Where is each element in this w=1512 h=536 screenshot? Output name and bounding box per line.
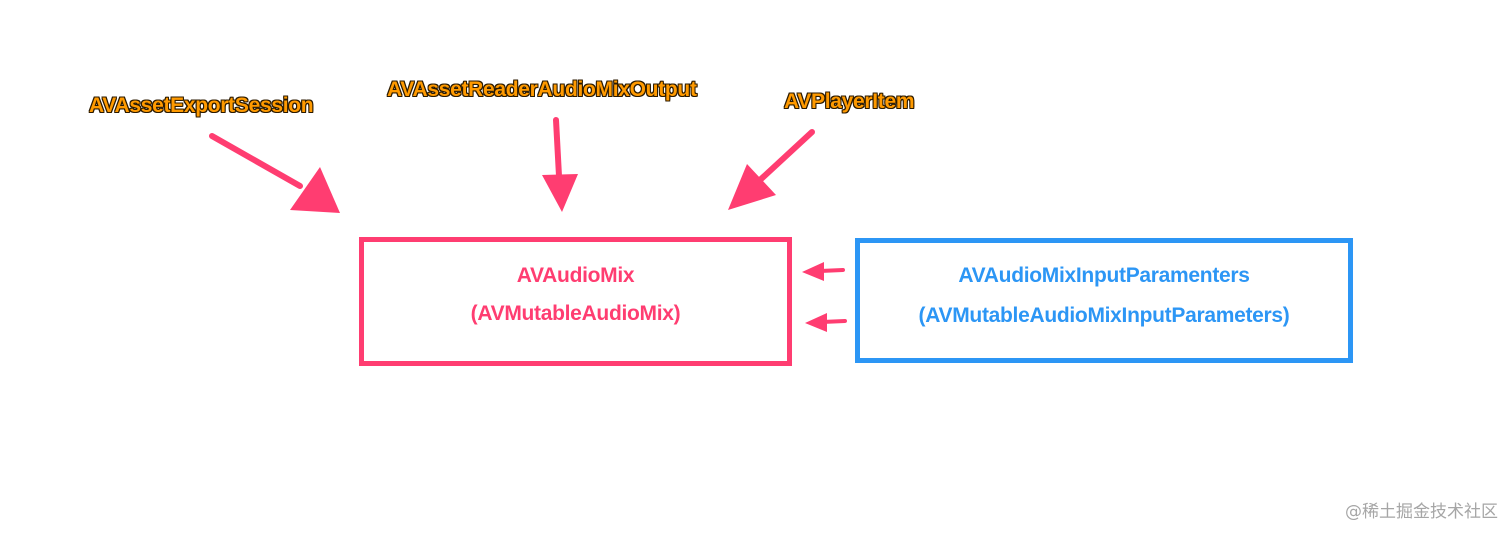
- watermark: @稀土掘金技术社区: [1345, 497, 1498, 522]
- arrow-params-to-mix-1: [802, 262, 845, 281]
- input-parameters-title: AVAudioMixInputParamenters: [958, 264, 1250, 287]
- mutable-input-parameters-subtitle: (AVMutableAudioMixInputParameters): [918, 304, 1290, 327]
- audio-mix-title: AVAudioMix: [516, 264, 635, 287]
- audio-mix-box: AVAudioMix (AVMutableAudioMix): [359, 237, 792, 366]
- player-item-label: AVPlayerItem: [784, 90, 915, 113]
- arrow-reader-to-mix: [542, 117, 578, 212]
- mutable-audio-mix-subtitle: (AVMutableAudioMix): [470, 302, 681, 325]
- arrow-export-to-mix: [209, 133, 340, 213]
- export-session-label: AVAssetExportSession: [89, 94, 314, 117]
- input-parameters-box: AVAudioMixInputParamenters (AVMutableAud…: [855, 238, 1353, 363]
- arrow-params-to-mix-2: [805, 313, 847, 332]
- watermark-text: 稀土掘金技术社区: [1362, 502, 1498, 522]
- at-symbol: @: [1345, 502, 1362, 522]
- asset-reader-output-label: AVAssetReaderAudioMixOutput: [387, 78, 697, 101]
- arrow-player-to-mix: [728, 129, 815, 210]
